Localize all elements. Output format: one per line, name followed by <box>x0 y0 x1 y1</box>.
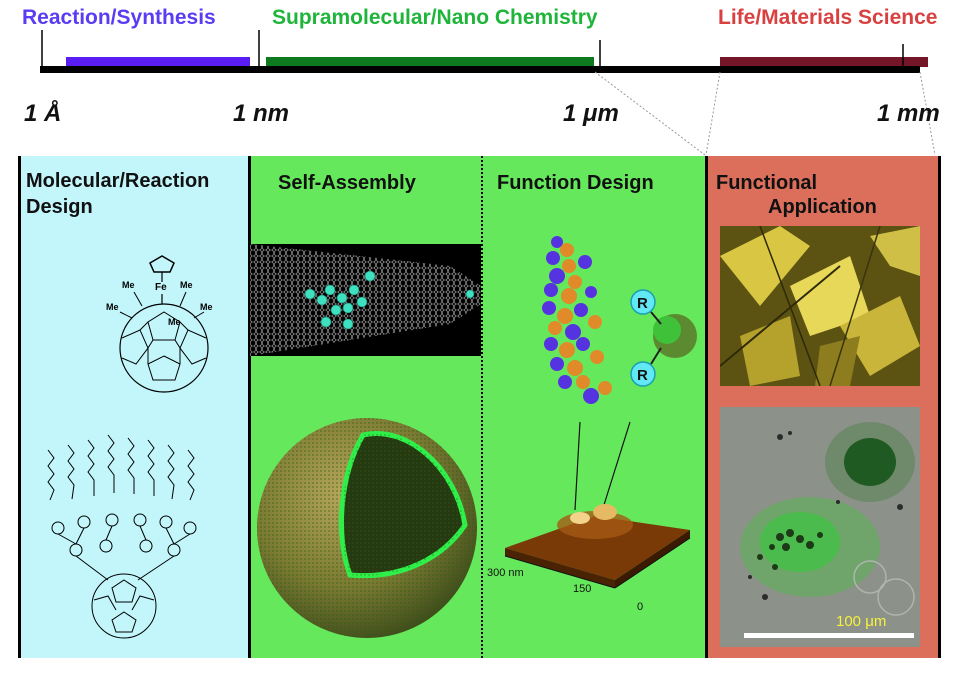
svg-text:Me: Me <box>168 317 181 327</box>
svg-text:0: 0 <box>637 601 643 613</box>
reaction-range-bar <box>66 57 250 67</box>
svg-text:100 μm: 100 μm <box>836 613 886 630</box>
tick-nanometer: 1 nm <box>233 100 290 127</box>
cell-micrograph-image: 100 μm <box>720 407 920 647</box>
svg-text:150: 150 <box>573 583 591 595</box>
panel-molecular-design <box>18 156 251 658</box>
life-range-bar <box>720 57 928 67</box>
category-reaction-synthesis: Reaction/Synthesis <box>22 6 216 29</box>
panel-title-functional-line2: Application <box>768 196 877 218</box>
dna-complex-image: R R <box>542 236 697 404</box>
tick-micrometer: 1 μm <box>563 100 619 127</box>
panel-title-functional-line1: Functional <box>716 172 818 194</box>
svg-text:Me: Me <box>122 280 135 290</box>
category-supramolecular-nano: Supramolecular/Nano Chemistry <box>272 6 598 29</box>
panel-title-molecular-line2: Design <box>26 196 93 218</box>
svg-text:R: R <box>637 367 648 384</box>
svg-text:300 nm: 300 nm <box>487 567 524 579</box>
svg-text:Fe: Fe <box>155 282 167 293</box>
nanotube-image <box>250 244 481 356</box>
category-life-materials: Life/Materials Science <box>718 6 938 29</box>
svg-text:Me: Me <box>106 302 119 312</box>
ferrocene-fullerene-structure: Fe Me Me Me Me Me <box>106 255 213 393</box>
tick-millimeter: 1 mm <box>877 100 940 127</box>
panel-title-molecular-line1: Molecular/Reaction <box>26 170 210 192</box>
panel-title-function-design: Function Design <box>497 172 654 194</box>
svg-text:Me: Me <box>200 302 213 312</box>
supra-range-bar <box>266 57 594 67</box>
capsule-sphere-image <box>257 418 477 638</box>
svg-text:Me: Me <box>180 280 193 290</box>
panel-title-self-assembly: Self-Assembly <box>278 172 416 194</box>
length-scale-axis <box>40 66 920 73</box>
dendritic-fullerene-structure <box>47 434 197 639</box>
svg-text:R: R <box>637 295 648 312</box>
afm-topography-image: 300 nm 150 0 <box>487 421 691 613</box>
crystal-micrograph-image <box>720 226 920 386</box>
tick-angstrom: 1 Å <box>24 100 62 127</box>
